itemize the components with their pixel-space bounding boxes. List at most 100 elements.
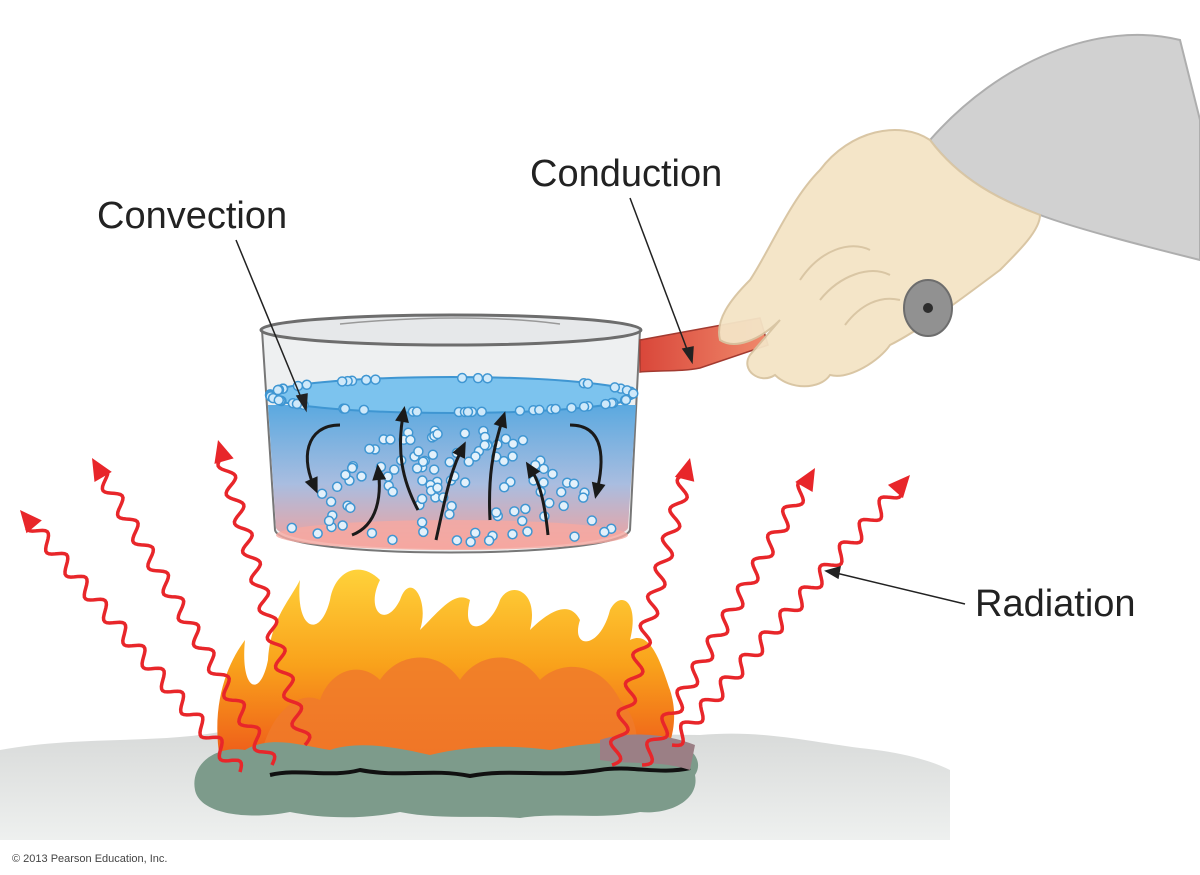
- bubble: [417, 475, 428, 486]
- bubble: [516, 515, 528, 527]
- bubble: [498, 481, 510, 493]
- pot-rim: [259, 313, 643, 347]
- bubble: [547, 468, 558, 480]
- radiation-arrowhead: [20, 510, 42, 534]
- bubble: [360, 374, 372, 386]
- bubble: [339, 403, 351, 414]
- bubble: [538, 477, 549, 488]
- bubble: [286, 522, 298, 534]
- radiation-wave: [216, 458, 312, 747]
- bubble: [609, 382, 621, 393]
- bubble: [500, 433, 512, 445]
- bubble: [331, 481, 343, 493]
- radiation-wave: [25, 527, 244, 773]
- bubble: [444, 508, 455, 520]
- bubble: [364, 443, 375, 455]
- bubble: [586, 515, 598, 526]
- radiation-arrowhead: [887, 475, 910, 499]
- bubble: [358, 404, 370, 416]
- bubble: [482, 373, 493, 384]
- bubble: [582, 378, 594, 389]
- bubble: [538, 463, 549, 475]
- bubble: [476, 406, 487, 418]
- bubble: [498, 455, 510, 467]
- radiation-arrowhead: [214, 440, 234, 464]
- bubble: [356, 471, 367, 482]
- bubble: [507, 438, 519, 450]
- bubble: [337, 520, 348, 531]
- convection-arrowhead: [372, 464, 387, 481]
- coals: [194, 734, 699, 818]
- radiation-wave: [608, 473, 690, 767]
- convection-arrowhead: [304, 476, 318, 494]
- bubble: [416, 493, 428, 505]
- bubble: [370, 374, 381, 385]
- bubble: [451, 535, 463, 546]
- bubble: [517, 435, 529, 446]
- bubble: [462, 406, 474, 418]
- bubble: [325, 496, 337, 508]
- bubble: [387, 486, 398, 497]
- bubble: [413, 446, 424, 457]
- bubble: [272, 384, 284, 396]
- bubbles: [264, 372, 639, 548]
- bubble: [366, 527, 378, 539]
- radiation-waves: [20, 440, 910, 773]
- conduction-label: Conduction: [530, 153, 723, 195]
- copyright: © 2013 Pearson Education, Inc.: [12, 853, 168, 865]
- pot: [259, 313, 643, 554]
- bubble: [465, 536, 476, 548]
- radiation-arrowhead: [92, 458, 112, 483]
- bubble: [316, 488, 328, 500]
- convection-arrowhead: [493, 411, 507, 429]
- bubble: [599, 526, 610, 538]
- bubble: [459, 428, 471, 439]
- bubble: [346, 462, 358, 474]
- bubble: [444, 456, 455, 468]
- bubble: [417, 456, 429, 468]
- bubble: [301, 379, 313, 391]
- convection-arrow: [398, 409, 420, 511]
- convection-arrowhead: [395, 406, 409, 423]
- bubble: [544, 497, 555, 509]
- bubble: [490, 507, 502, 518]
- bubble: [520, 503, 531, 515]
- bubble: [534, 404, 545, 416]
- bubble: [472, 372, 484, 384]
- bubble: [514, 405, 526, 417]
- radiation-label: Radiation: [975, 583, 1136, 625]
- bubble: [577, 492, 589, 503]
- bubble: [507, 451, 518, 462]
- bubble: [555, 486, 567, 498]
- bubble: [323, 515, 335, 527]
- radiation-wave: [671, 493, 904, 748]
- bubble: [387, 534, 398, 546]
- bubble: [345, 502, 356, 514]
- bubble: [600, 398, 611, 410]
- convection-arrowhead: [525, 461, 541, 479]
- convection-arrowhead: [452, 441, 466, 459]
- bubble: [566, 402, 577, 414]
- bubble: [312, 528, 323, 539]
- fire: [217, 569, 675, 760]
- bubble: [550, 403, 561, 415]
- bubble: [411, 463, 423, 474]
- bubble: [428, 464, 440, 475]
- bubble: [273, 394, 285, 406]
- bubble: [459, 477, 471, 488]
- convection-arrowhead: [591, 481, 606, 499]
- bubble: [470, 527, 481, 539]
- bubble: [507, 528, 518, 540]
- bubble: [336, 376, 348, 387]
- bubble: [568, 478, 580, 489]
- radiation-arrowhead: [795, 468, 815, 493]
- bubble: [389, 464, 400, 475]
- bubble: [479, 439, 490, 451]
- bubble: [483, 535, 495, 546]
- radiation-arrowhead: [674, 458, 695, 482]
- bubble: [463, 456, 475, 468]
- bubble: [620, 394, 632, 406]
- hand: [718, 33, 1200, 388]
- bubble: [340, 469, 351, 481]
